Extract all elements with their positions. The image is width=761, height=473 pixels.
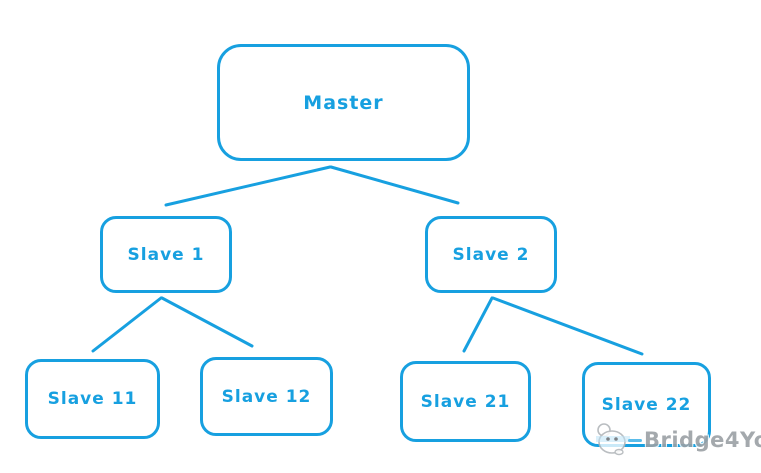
- node-slave2: Slave 2: [425, 216, 557, 293]
- edge-slave1-slave12: [160, 296, 254, 348]
- node-master: Master: [217, 44, 470, 161]
- node-slave21-label: Slave 21: [420, 391, 511, 412]
- node-slave21: Slave 21: [400, 361, 531, 442]
- node-slave12: Slave 12: [200, 357, 333, 436]
- edge-slave1-slave11: [91, 296, 163, 353]
- node-slave22-label: Slave 22: [601, 394, 692, 415]
- node-slave2-label: Slave 2: [452, 244, 530, 265]
- node-slave1: Slave 1: [100, 216, 232, 293]
- edge-master-slave2: [329, 165, 460, 205]
- watermark-text: Bridge4You: [644, 428, 761, 452]
- mascot-logo-icon: [596, 423, 630, 456]
- watermark-dash: [628, 438, 642, 442]
- node-slave12-label: Slave 12: [221, 386, 312, 407]
- node-master-label: Master: [303, 91, 384, 114]
- edge-slave2-slave22: [491, 296, 644, 356]
- node-slave1-label: Slave 1: [127, 244, 205, 265]
- node-slave11-label: Slave 11: [47, 389, 138, 409]
- edge-master-slave1: [164, 165, 332, 207]
- edge-slave2-slave21: [462, 296, 494, 353]
- watermark: Bridge4You: [592, 420, 761, 460]
- node-slave11: Slave 11: [25, 359, 160, 439]
